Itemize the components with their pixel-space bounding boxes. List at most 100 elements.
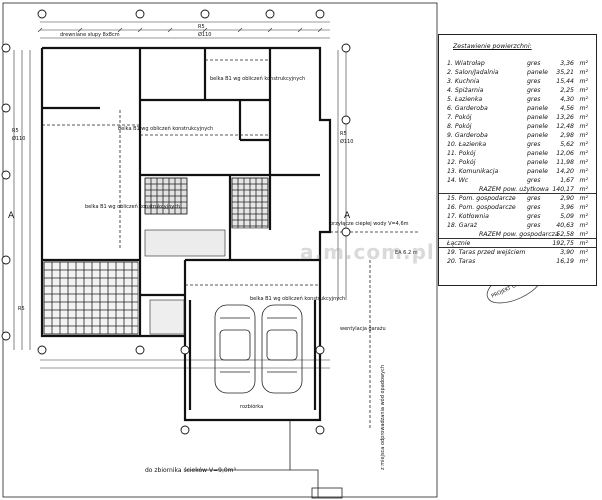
label-d110-left: Ø110 bbox=[12, 135, 25, 142]
schedule-row: 9. Garderoba panele 2,98 m² bbox=[439, 131, 596, 140]
row-material: RAZEM pow. użytkowa bbox=[479, 186, 549, 193]
row-material: gres bbox=[527, 96, 541, 103]
schedule-divider bbox=[439, 247, 596, 248]
house-walls bbox=[40, 46, 332, 422]
schedule-title: Zestawienie powierzchni: bbox=[453, 43, 532, 50]
axis-marker bbox=[1, 255, 11, 265]
right-dimension-line bbox=[337, 50, 347, 300]
row-material: gres bbox=[527, 177, 541, 184]
axis-marker bbox=[341, 227, 351, 237]
row-name: Łącznie bbox=[447, 240, 471, 247]
row-area: 5,62 bbox=[560, 141, 574, 148]
row-area: 16,19 bbox=[556, 258, 574, 265]
axis-marker bbox=[180, 425, 190, 435]
row-unit: m² bbox=[579, 123, 588, 130]
sheet-border bbox=[2, 2, 438, 498]
row-area: 11,98 bbox=[556, 159, 574, 166]
row-material: panele bbox=[527, 159, 548, 166]
axis-marker bbox=[265, 9, 275, 19]
row-name: 3. Kuchnia bbox=[447, 78, 480, 85]
row-name: 18. Garaż bbox=[447, 222, 477, 229]
row-unit: m² bbox=[579, 213, 588, 220]
axis-marker bbox=[315, 9, 325, 19]
row-area: 13,26 bbox=[556, 114, 574, 121]
schedule-divider bbox=[439, 238, 596, 239]
row-material: RAZEM pow. gospodarcza bbox=[479, 231, 559, 238]
row-area: 52,58 bbox=[556, 231, 574, 238]
axis-marker bbox=[37, 345, 47, 355]
row-name: 6. Garderoba bbox=[447, 105, 488, 112]
row-material: gres bbox=[527, 60, 541, 67]
section-marker-a-left: A bbox=[8, 211, 15, 221]
section-marker-a-right: A bbox=[344, 211, 351, 221]
row-area: 2,90 bbox=[560, 195, 574, 202]
row-name: 5. Łazienka bbox=[447, 96, 483, 103]
row-name: 10. Łazienka bbox=[447, 141, 487, 148]
row-unit: m² bbox=[579, 249, 588, 256]
hatched-zones bbox=[43, 177, 269, 335]
beam-lines bbox=[42, 59, 420, 430]
row-unit: m² bbox=[579, 204, 588, 211]
axis-marker bbox=[135, 9, 145, 19]
row-name: 20. Taras bbox=[447, 258, 476, 265]
row-area: 140,17 bbox=[552, 186, 574, 193]
row-area: 12,06 bbox=[556, 150, 574, 157]
row-unit: m² bbox=[579, 132, 588, 139]
row-name: 16. Pom. gospodarcze bbox=[447, 204, 516, 211]
row-material: gres bbox=[527, 204, 541, 211]
axis-marker bbox=[200, 9, 210, 19]
row-unit: m² bbox=[579, 87, 588, 94]
car-right bbox=[261, 304, 303, 394]
row-material: panele bbox=[527, 114, 548, 121]
row-material: panele bbox=[527, 132, 548, 139]
row-name: 12. Pokój bbox=[447, 159, 476, 166]
garage-cars bbox=[214, 304, 303, 394]
label-water: przyłącze ciepłej wody V=4,6m bbox=[330, 221, 409, 227]
label-r5-left: R5 bbox=[12, 128, 19, 134]
row-area: 3,90 bbox=[560, 249, 574, 256]
axis-marker bbox=[1, 103, 11, 113]
row-name: 9. Garderoba bbox=[447, 132, 488, 139]
row-unit: m² bbox=[579, 141, 588, 148]
pipe-route bbox=[185, 420, 343, 499]
row-material: gres bbox=[527, 78, 541, 85]
row-area: 4,56 bbox=[560, 105, 574, 112]
row-unit: m² bbox=[579, 168, 588, 175]
label-ventilation: wentylacja garażu bbox=[340, 326, 386, 332]
label-garage-floor: rozbiórka bbox=[240, 403, 263, 410]
label-pipe: do zbiornika ścieków V=9,0m³ bbox=[145, 467, 237, 474]
row-material: gres bbox=[527, 222, 541, 229]
axis-marker bbox=[37, 9, 47, 19]
car-left bbox=[214, 304, 256, 394]
label-beam-2: belka B1 wg obliczeń konstrukcyjnych bbox=[118, 125, 213, 132]
row-unit: m² bbox=[579, 69, 588, 76]
row-material: panele bbox=[527, 168, 548, 175]
axis-marker bbox=[1, 331, 11, 341]
axis-marker bbox=[135, 345, 145, 355]
row-area: 2,98 bbox=[560, 132, 574, 139]
row-material: panele bbox=[527, 150, 548, 157]
row-unit: m² bbox=[579, 96, 588, 103]
axis-marker bbox=[315, 425, 325, 435]
schedule-divider bbox=[439, 193, 596, 194]
row-material: gres bbox=[527, 195, 541, 202]
label-columns: drewniane słupy 8x8cm bbox=[60, 32, 120, 38]
